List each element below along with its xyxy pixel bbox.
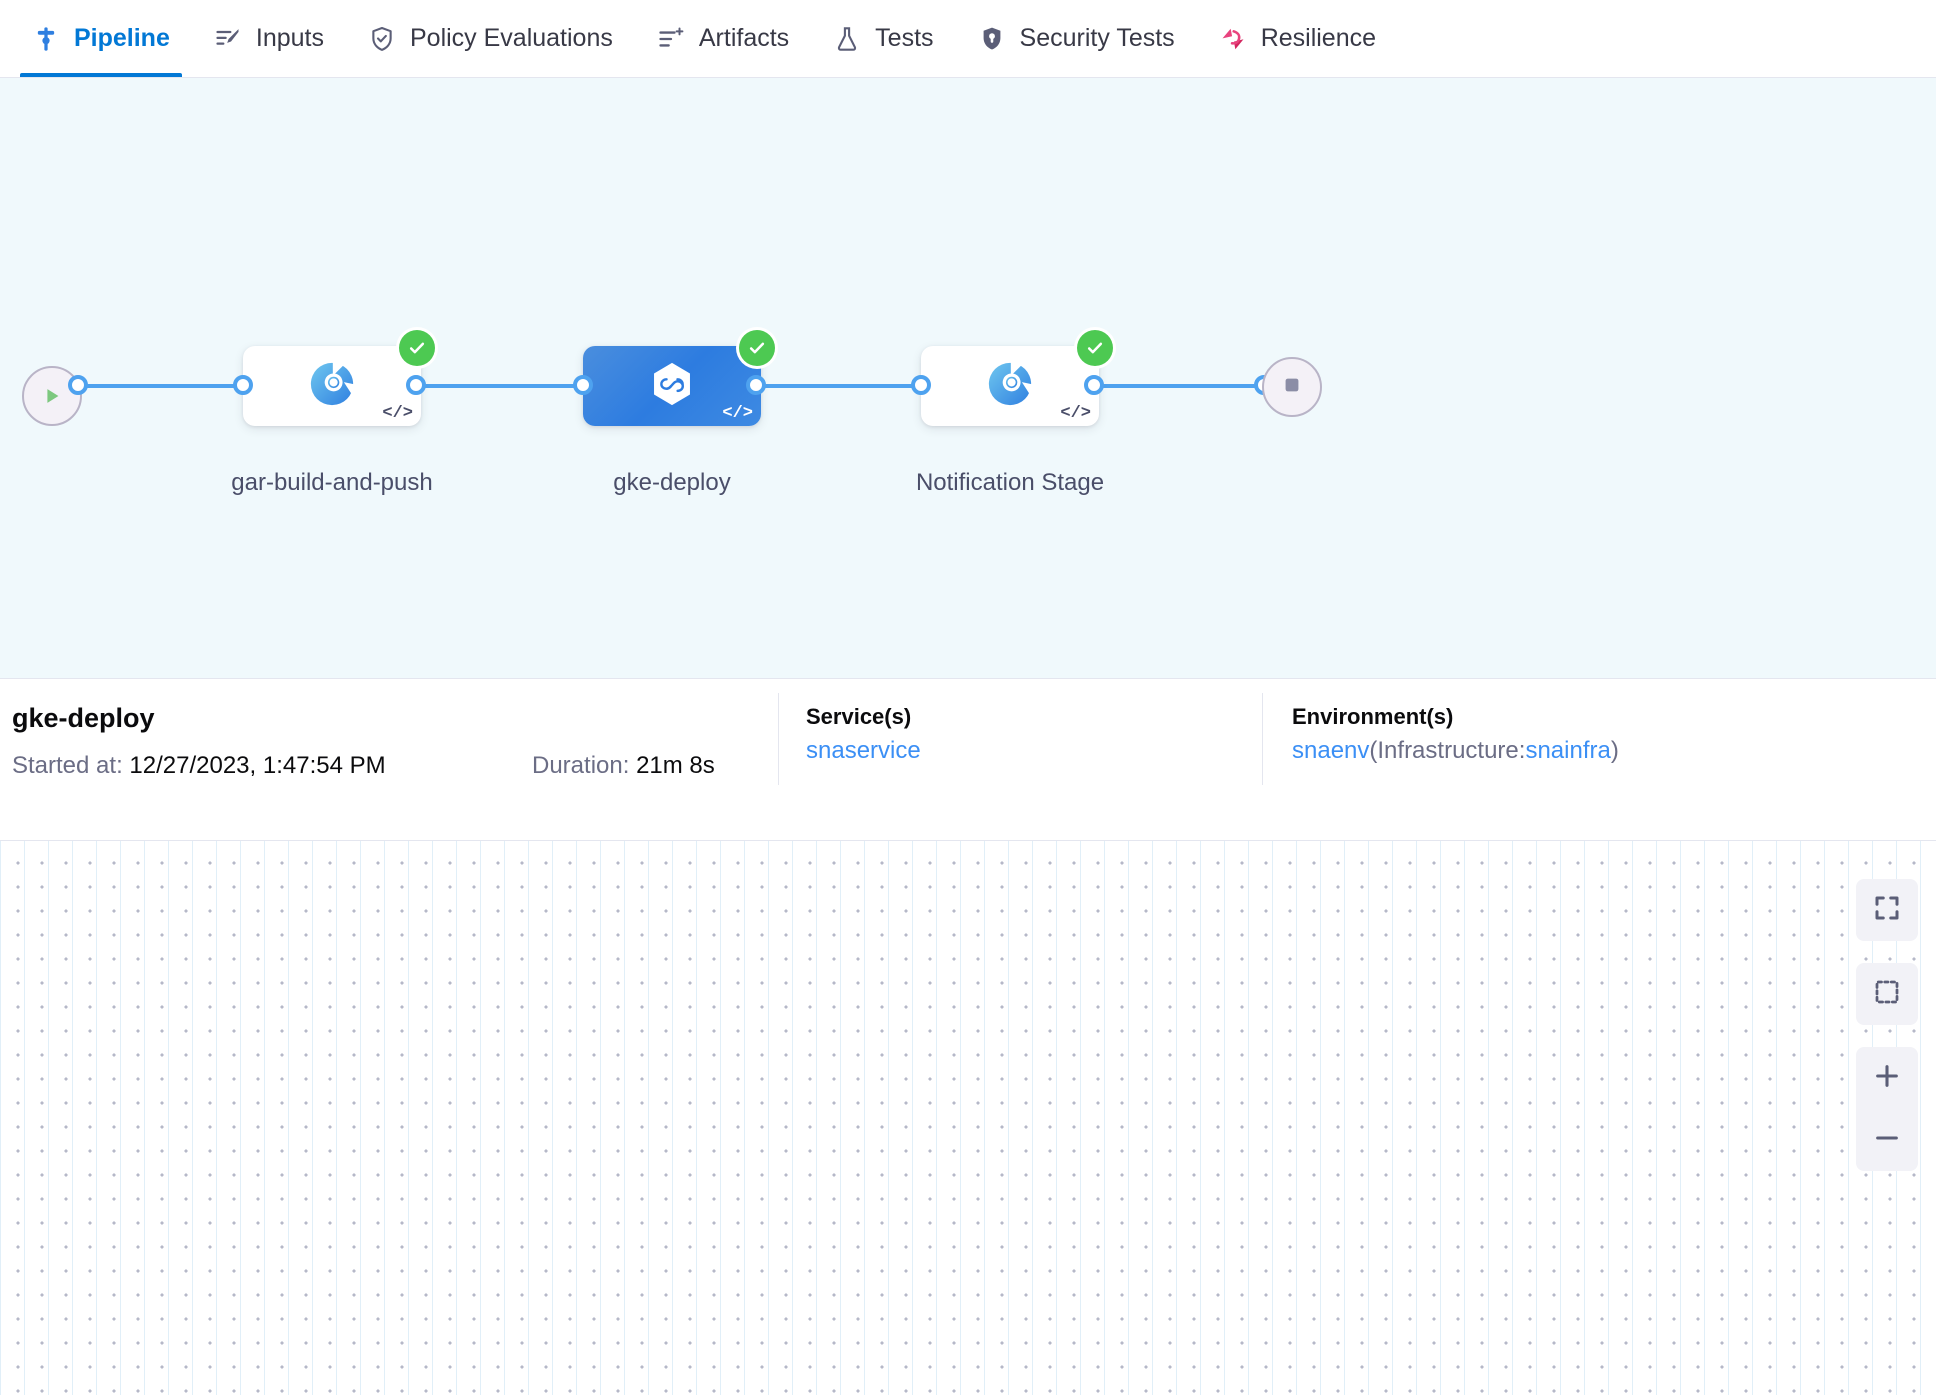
stage-node-gar-build-and-push[interactable]: </> [243, 346, 421, 426]
select-area-button[interactable] [1856, 963, 1918, 1025]
edge-stage3-to-end [1092, 384, 1262, 388]
shield-check-icon [368, 25, 396, 53]
stage-node-gke-deploy[interactable]: </> [583, 346, 761, 426]
code-icon[interactable]: </> [382, 404, 413, 423]
stage1-in-port [233, 375, 253, 395]
status-badge-success [399, 330, 435, 366]
infrastructure-suffix: ) [1610, 736, 1619, 764]
duration-label: Duration: [532, 752, 630, 780]
artifacts-icon [657, 25, 685, 53]
zoom-controls [1856, 1047, 1918, 1171]
stage-label: gke-deploy [613, 469, 731, 496]
ci-build-icon [306, 358, 358, 415]
minus-icon [1871, 1122, 1903, 1159]
tab-label: Artifacts [698, 24, 790, 52]
environment-link[interactable]: snaenv [1292, 736, 1370, 764]
stage2-in-port [573, 375, 593, 395]
environments-column: Environment(s) snaenv(Infrastructure:sna… [1292, 703, 1619, 769]
edge-stage1-to-stage2 [414, 384, 584, 388]
tab-label: Tests [875, 24, 934, 52]
harness-cd-icon [647, 359, 697, 414]
started-at-label: Started at: [12, 752, 123, 780]
tab-artifacts[interactable]: Artifacts [635, 0, 811, 77]
service-link[interactable]: snaservice [806, 736, 921, 764]
flask-icon [833, 25, 861, 53]
status-badge-success [1077, 330, 1113, 366]
page-title: gke-deploy [12, 703, 155, 733]
pipeline-end-node[interactable] [1262, 357, 1322, 417]
stage-node-notification-stage[interactable]: </> [921, 346, 1099, 426]
fullscreen-icon [1872, 893, 1902, 928]
detail-divider [778, 693, 779, 785]
stage1-out-port [406, 375, 426, 395]
duration-value: 21m 8s [636, 752, 715, 780]
stop-icon [1281, 374, 1303, 401]
pipeline-icon [32, 25, 60, 53]
stage-label: gar-build-and-push [231, 469, 433, 496]
inputs-icon [214, 25, 242, 53]
tab-security-tests[interactable]: Security Tests [956, 0, 1197, 77]
pipeline-graph-canvas[interactable]: </> gar-build-and-push </> gke-deploy [0, 78, 1936, 679]
canvas-controls [1856, 879, 1918, 1171]
tab-resilience[interactable]: Resilience [1197, 0, 1398, 77]
stage-label: Notification Stage [915, 469, 1105, 496]
tab-policy-evaluations[interactable]: Policy Evaluations [346, 0, 635, 77]
dashed-square-icon [1872, 977, 1902, 1012]
stage3-in-port [911, 375, 931, 395]
tab-label: Resilience [1260, 24, 1377, 52]
status-badge-success [739, 330, 775, 366]
ci-build-icon [984, 358, 1036, 415]
stage3-out-port [1084, 375, 1104, 395]
tab-label: Security Tests [1019, 24, 1175, 52]
tab-inputs[interactable]: Inputs [192, 0, 346, 77]
stage-detail-header: gke-deploy Started at: 12/27/2023, 1:47:… [0, 679, 1936, 841]
plus-icon [1871, 1060, 1903, 1097]
play-icon [47, 389, 59, 403]
tab-label: Policy Evaluations [409, 24, 613, 52]
started-at-value: 12/27/2023, 1:47:54 PM [129, 752, 386, 780]
pipeline-execution-tabbar: Pipeline Inputs Policy Evaluations Artif… [0, 0, 1936, 78]
code-icon[interactable]: </> [722, 404, 753, 423]
stage-graph-canvas[interactable]: </> Service </> Infrastructure Resource … [0, 841, 1936, 1395]
infrastructure-prefix: (Infrastructure: [1369, 736, 1526, 764]
edge-start-to-stage1 [62, 384, 242, 388]
detail-divider [1262, 693, 1263, 785]
environment-link-group: snaenv(Infrastructure:snainfra) [1292, 732, 1619, 769]
services-heading: Service(s) [806, 704, 912, 729]
code-icon[interactable]: </> [1060, 404, 1091, 423]
services-column: Service(s) snaservice [806, 703, 921, 769]
stage2-out-port [746, 375, 766, 395]
shield-lock-icon [978, 25, 1006, 53]
environments-heading: Environment(s) [1292, 704, 1454, 729]
tab-tests[interactable]: Tests [811, 0, 955, 77]
fit-to-screen-button[interactable] [1856, 879, 1918, 941]
resilience-icon [1219, 25, 1247, 53]
zoom-in-button[interactable] [1856, 1047, 1918, 1109]
zoom-out-button[interactable] [1856, 1109, 1918, 1171]
duration: Duration: 21m 8s [532, 750, 802, 781]
start-port [68, 375, 88, 395]
started-at: Started at: 12/27/2023, 1:47:54 PM [12, 750, 532, 781]
tab-label: Inputs [255, 24, 324, 52]
infrastructure-link[interactable]: snainfra [1525, 736, 1611, 764]
edge-stage2-to-stage3 [752, 384, 922, 388]
tab-pipeline[interactable]: Pipeline [10, 0, 192, 77]
tab-label: Pipeline [74, 24, 170, 52]
